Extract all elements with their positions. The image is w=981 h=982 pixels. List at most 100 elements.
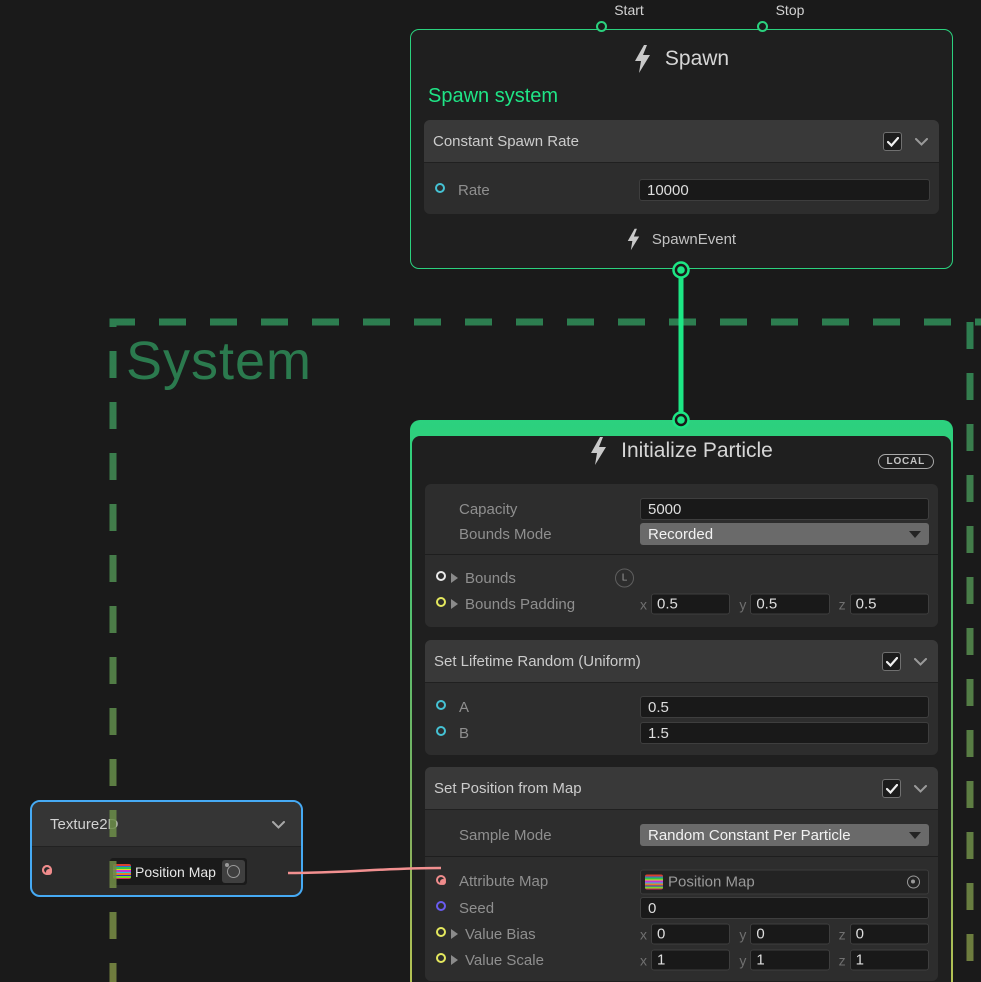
attribute-map-label: Attribute Map xyxy=(459,873,549,890)
axis-z-label: z xyxy=(838,952,846,968)
attribute-map-object-field[interactable]: Position Map xyxy=(640,869,929,894)
bounds-input-port[interactable] xyxy=(436,571,446,581)
expander-arrow-icon[interactable] xyxy=(451,955,458,965)
set-lifetime-random-header[interactable]: Set Lifetime Random (Uniform) xyxy=(425,640,938,683)
sample-mode-label: Sample Mode xyxy=(459,826,552,844)
set-lifetime-random-block[interactable]: Set Lifetime Random (Uniform) A 0.5 B xyxy=(425,640,938,755)
texture2d-object-field[interactable]: Position Map xyxy=(110,858,247,885)
block-enabled-checkbox[interactable] xyxy=(883,132,902,151)
bounds-padding-label: Bounds Padding xyxy=(465,595,576,613)
value-scale-z-field[interactable]: 1 xyxy=(849,949,929,971)
axis-z-label: z xyxy=(838,926,846,942)
stop-port-label: Stop xyxy=(775,2,805,18)
value-scale-y-field[interactable]: 1 xyxy=(750,949,830,971)
constant-spawn-rate-header[interactable]: Constant Spawn Rate xyxy=(424,120,939,163)
set-lifetime-random-body: A 0.5 B 1.5 xyxy=(425,683,938,755)
block-enabled-checkbox[interactable] xyxy=(882,779,901,798)
bounds-mode-dropdown[interactable]: Recorded xyxy=(640,523,929,545)
spawn-system-label[interactable]: Spawn system xyxy=(428,85,559,107)
texture2d-node[interactable]: Texture2D Position Map xyxy=(30,800,303,897)
seed-input-port[interactable] xyxy=(436,901,446,911)
value-scale-input-port[interactable] xyxy=(436,953,446,963)
b-field[interactable]: 1.5 xyxy=(640,722,929,744)
spawn-node-title-row: Spawn xyxy=(411,44,952,74)
bounds-label: Bounds xyxy=(465,569,516,587)
init-settings-body: Capacity 5000 Bounds Mode Recorded Bound… xyxy=(425,484,938,627)
texture2d-node-body: Position Map xyxy=(32,847,301,895)
initialize-node-title: Initialize Particle xyxy=(621,439,773,462)
axis-z-label: z xyxy=(838,596,846,612)
texture-thumbnail-icon xyxy=(113,864,131,879)
constant-spawn-rate-block[interactable]: Constant Spawn Rate Rate 10000 xyxy=(424,120,939,214)
sample-mode-row: Sample Mode Random Constant Per Particle xyxy=(425,823,938,847)
chevron-down-icon[interactable] xyxy=(914,785,927,793)
a-label: A xyxy=(459,698,470,716)
capacity-label: Capacity xyxy=(459,500,518,518)
object-picker-icon[interactable] xyxy=(907,875,920,888)
block-enabled-checkbox[interactable] xyxy=(882,652,901,671)
capacity-field[interactable]: 5000 xyxy=(640,498,929,520)
spawn-node-title: Spawn xyxy=(664,47,730,70)
value-scale-label: Value Scale xyxy=(465,951,544,969)
rate-row: Rate 10000 xyxy=(424,177,939,203)
attribute-map-input-port[interactable] xyxy=(436,874,446,885)
bounds-padding-x-field[interactable]: 0.5 xyxy=(651,593,731,615)
rate-label: Rate xyxy=(458,181,490,199)
attribute-map-object-name: Position Map xyxy=(668,873,755,890)
spawn-node[interactable]: Start Stop Spawn Spawn system Constant S… xyxy=(410,2,953,269)
set-position-from-map-body: Sample Mode Random Constant Per Particle… xyxy=(425,810,938,981)
start-port-label: Start xyxy=(614,2,644,18)
bounds-padding-input-port[interactable] xyxy=(436,597,446,607)
dropdown-arrow-icon xyxy=(909,832,921,839)
spawn-event-label: SpawnEvent xyxy=(651,231,737,248)
expander-arrow-icon[interactable] xyxy=(451,573,458,583)
rate-input-port[interactable] xyxy=(435,183,445,193)
seed-field[interactable]: 0 xyxy=(640,897,929,919)
axis-x-label: x xyxy=(640,952,647,968)
sample-mode-dropdown[interactable]: Random Constant Per Particle xyxy=(640,824,929,846)
initialize-particle-node[interactable]: Initialize Particle LOCAL Capacity 5000 … xyxy=(410,420,953,982)
set-position-from-map-header[interactable]: Set Position from Map xyxy=(425,767,938,810)
divider xyxy=(425,856,938,857)
bounds-row: Bounds L xyxy=(425,565,938,591)
expander-arrow-icon[interactable] xyxy=(451,599,458,609)
local-space-badge[interactable]: LOCAL xyxy=(877,454,934,469)
value-bias-input-port[interactable] xyxy=(436,927,446,937)
a-input-port[interactable] xyxy=(436,700,446,710)
set-position-from-map-block[interactable]: Set Position from Map Sample Mode Random… xyxy=(425,767,938,981)
init-settings-block: Capacity 5000 Bounds Mode Recorded Bound… xyxy=(425,484,938,627)
rate-field[interactable]: 10000 xyxy=(639,179,930,201)
divider xyxy=(425,554,938,555)
stop-flow-port[interactable] xyxy=(757,21,768,32)
texture2d-node-header[interactable]: Texture2D xyxy=(32,802,301,847)
texture2d-object-name: Position Map xyxy=(135,863,216,880)
a-field[interactable]: 0.5 xyxy=(640,696,929,718)
texture2d-output-port[interactable] xyxy=(42,864,52,875)
check-icon xyxy=(886,136,899,147)
chevron-down-icon[interactable] xyxy=(914,658,927,666)
local-space-toggle[interactable]: L xyxy=(615,568,634,588)
object-picker-button[interactable] xyxy=(222,860,245,883)
value-bias-label: Value Bias xyxy=(465,925,536,943)
dropdown-arrow-icon xyxy=(909,531,921,538)
check-icon xyxy=(885,656,898,667)
expander-arrow-icon[interactable] xyxy=(451,929,458,939)
chevron-down-icon[interactable] xyxy=(272,821,285,829)
value-bias-x-field[interactable]: 0 xyxy=(651,923,731,945)
initialize-title-row: Initialize Particle xyxy=(412,436,951,466)
value-bias-z-field[interactable]: 0 xyxy=(849,923,929,945)
start-flow-port[interactable] xyxy=(596,21,607,32)
value-scale-x-field[interactable]: 1 xyxy=(651,949,731,971)
chevron-down-icon[interactable] xyxy=(915,138,928,146)
bounds-padding-y-field[interactable]: 0.5 xyxy=(750,593,830,615)
seed-label: Seed xyxy=(459,899,495,917)
object-picker-icon xyxy=(227,865,240,878)
b-label: B xyxy=(459,724,470,742)
value-bias-y-field[interactable]: 0 xyxy=(750,923,830,945)
b-input-port[interactable] xyxy=(436,726,446,736)
bounds-padding-z-field[interactable]: 0.5 xyxy=(849,593,929,615)
b-row: B 1.5 xyxy=(425,720,938,746)
